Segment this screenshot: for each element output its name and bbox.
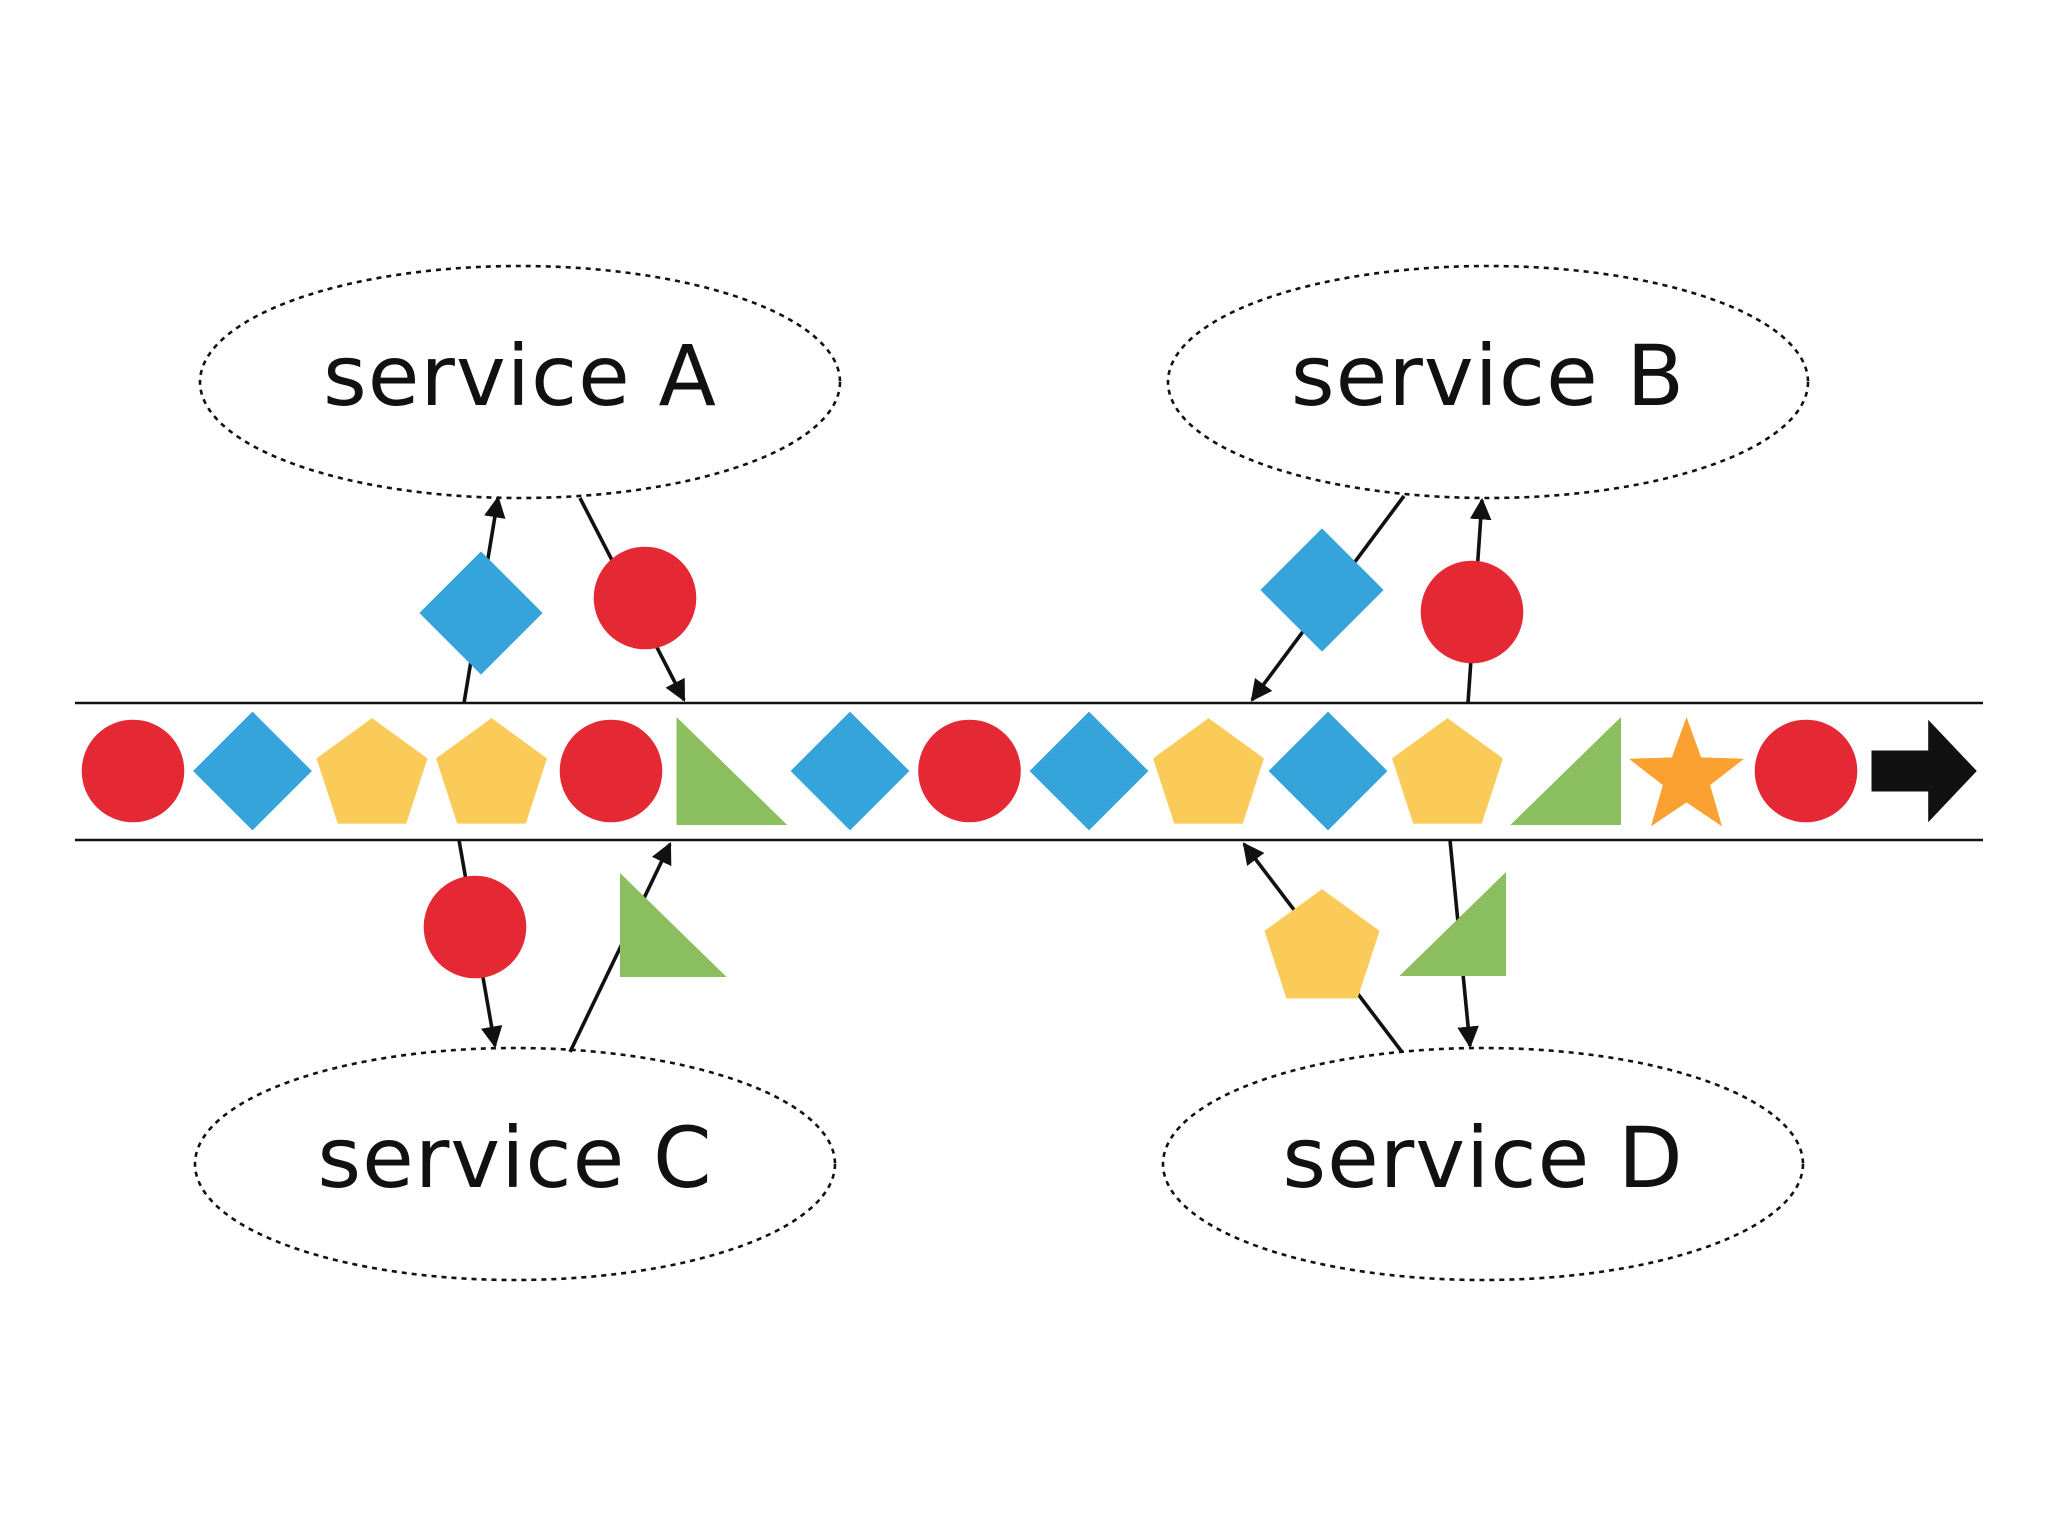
exchange-items [419, 528, 1524, 999]
pentagon-event [436, 718, 547, 824]
pentagon-event [1153, 718, 1264, 824]
service-d-label: service D [1282, 1109, 1683, 1207]
service-d-ellipse [1161, 1046, 1805, 1282]
service-b-node: service B [1166, 264, 1810, 500]
circle-event [1754, 719, 1858, 823]
diamond-event [419, 551, 543, 675]
circle-event [1420, 560, 1524, 664]
service-c-ellipse [193, 1046, 837, 1282]
diamond-event [1260, 528, 1384, 652]
triangle-event [620, 873, 727, 977]
diamond-event [790, 711, 910, 831]
circle-event [593, 546, 697, 650]
service-c-label: service C [317, 1109, 712, 1207]
diamond-event [1268, 711, 1388, 831]
star-event [1628, 717, 1745, 827]
circle-event [918, 719, 1021, 823]
service-a-label: service A [323, 327, 717, 425]
service-c-node: service C [193, 1046, 837, 1282]
triangle-event [1510, 717, 1621, 825]
circle-event [81, 719, 185, 823]
circle-event [423, 875, 527, 979]
service-a-node: service A [198, 264, 842, 500]
service-b-label: service B [1291, 327, 1685, 425]
service-a-ellipse [198, 264, 842, 500]
service-d-node: service D [1161, 1046, 1805, 1282]
diamond-event [193, 711, 312, 831]
circle-event [559, 719, 663, 823]
pentagon-event [1264, 889, 1380, 999]
pentagon-event [316, 718, 428, 824]
stream-items [81, 711, 1977, 831]
arrow-right-icon [1871, 719, 1977, 823]
triangle-event [676, 717, 788, 825]
pentagon-event [1392, 718, 1503, 824]
triangle-event [1399, 872, 1506, 976]
diamond-event [1029, 711, 1149, 831]
